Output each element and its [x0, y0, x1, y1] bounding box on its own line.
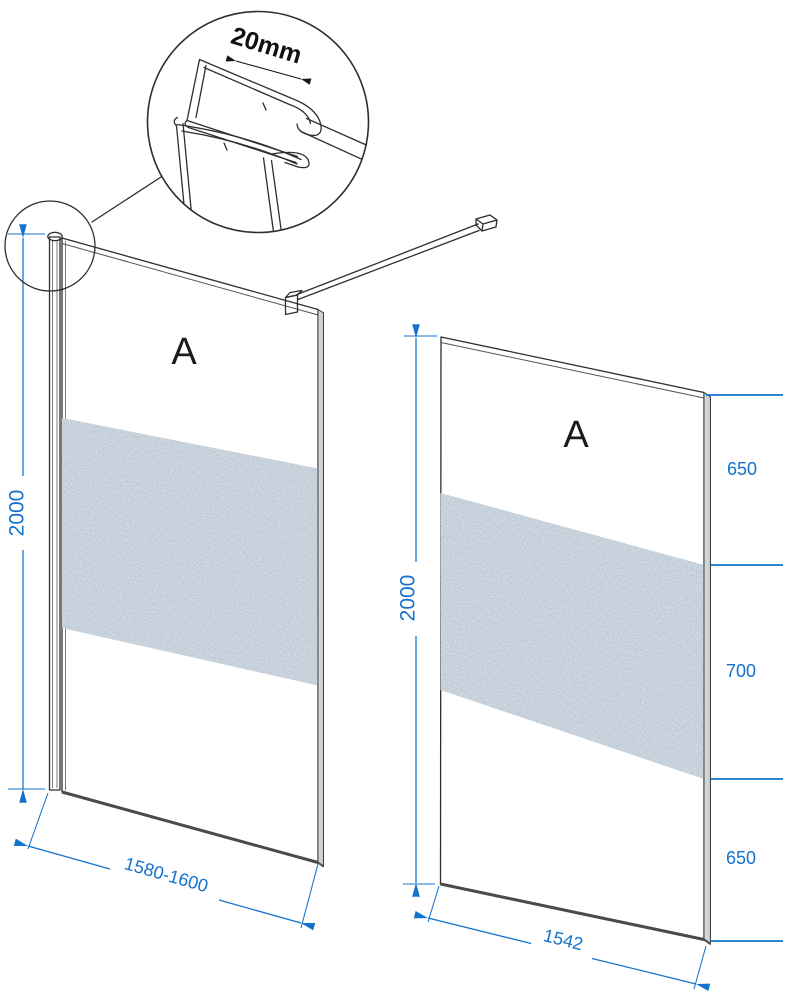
- right-width-value: 1542: [541, 925, 585, 954]
- left-panel-frosted-band: [62, 418, 318, 686]
- right-panel-label: A: [563, 414, 589, 456]
- dimension-line: [413, 911, 532, 945]
- glass-top-edge-line: [61, 243, 319, 316]
- segment-middle-value: 700: [726, 661, 756, 681]
- support-bar: [296, 214, 498, 301]
- dimension-line: [13, 838, 111, 870]
- dimension-line: [218, 899, 316, 931]
- support-bar-clamp: [284, 289, 303, 316]
- glass-right-edge: [317, 308, 324, 868]
- segment-bottom-value: 650: [726, 848, 756, 868]
- detail-callout: 20mm: [146, 10, 370, 234]
- extension-line: [27, 792, 49, 850]
- extension-line: [427, 885, 440, 923]
- source-callout-circle: [4, 200, 96, 292]
- glass-top-edge-line: [440, 342, 705, 399]
- glass-right-edge: [703, 391, 711, 945]
- right-panel-frosted-band: [440, 493, 704, 779]
- left-width-dimension: 1580-1600: [13, 792, 319, 931]
- extension-line: [300, 863, 319, 929]
- left-height-value: 2000: [6, 490, 29, 537]
- glass-bottom-corner: [317, 861, 325, 868]
- right-panel: A: [439, 336, 712, 945]
- right-height-value: 2000: [397, 575, 420, 622]
- extension-line: [693, 945, 707, 990]
- left-width-value: 1580-1600: [122, 853, 210, 896]
- wall-profile: [47, 231, 63, 791]
- right-height-dimension: 2000: [397, 324, 437, 897]
- dimension-line: [591, 957, 711, 991]
- detail-circle: [146, 10, 370, 234]
- profile-section-drawing: [173, 58, 368, 232]
- segment-top-value: 650: [727, 459, 757, 479]
- right-width-dimension: 1542: [413, 885, 711, 991]
- right-segment-dimensions: 650 700 650: [706, 394, 783, 942]
- glass-bottom-corner: [703, 938, 712, 945]
- wall-mount-block: [475, 214, 498, 232]
- detail-range-arrow: [225, 55, 312, 85]
- callout-leader-line: [91, 176, 162, 223]
- profile-top-cap: [47, 231, 63, 242]
- glass-bottom-edge: [440, 882, 705, 941]
- glass-bottom-edge: [61, 790, 319, 864]
- left-panel: A: [47, 214, 498, 868]
- left-panel-label: A: [171, 331, 197, 373]
- left-height-dimension: 2000: [6, 224, 45, 803]
- source-callout: [4, 176, 162, 292]
